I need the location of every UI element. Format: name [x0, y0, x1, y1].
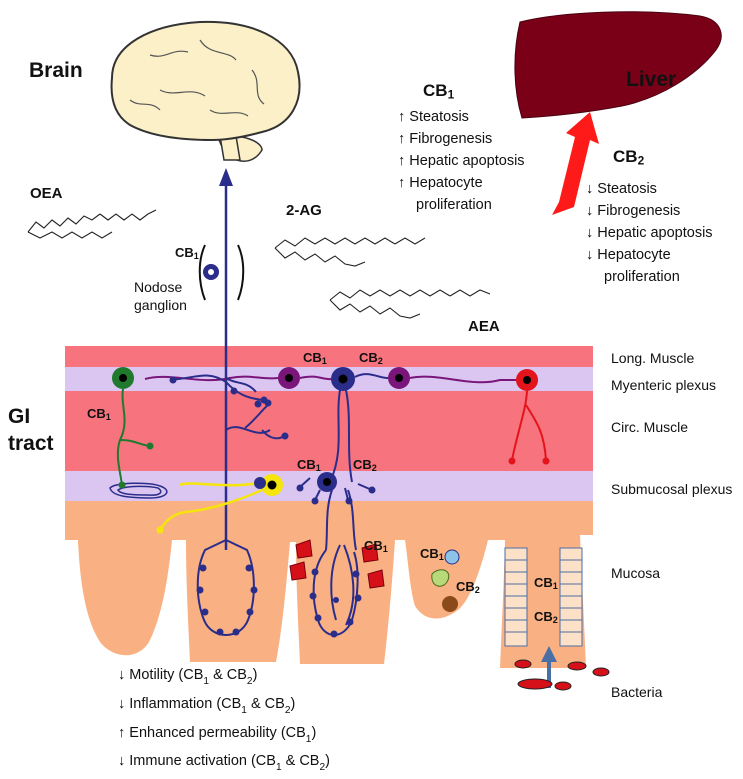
green-terminal-2	[118, 481, 126, 489]
cb1-enteroendocrine-label: CB1	[364, 538, 388, 554]
cb2-effect: proliferation	[604, 269, 680, 285]
gut-effect: ↓ Immune activation (CB1 & CB2)	[118, 753, 330, 774]
gut-liver-brain-diagram	[27, 11, 722, 691]
cb1-effect: proliferation	[416, 197, 492, 213]
cb1-effect: ↑ Steatosis	[398, 109, 469, 125]
gut-effect: ↑ Enhanced permeability (CB1)	[118, 724, 317, 745]
liver-arrow	[552, 112, 599, 215]
oea-label: OEA	[30, 185, 63, 202]
epithelial-cell-lines	[505, 559, 582, 633]
gut-effect: ↓ Inflammation (CB1 & CB2)	[118, 695, 296, 716]
submucosal-plexus-label: Submucosal plexus	[611, 481, 733, 497]
aea-label: AEA	[468, 318, 500, 335]
two-ag-label: 2-AG	[286, 202, 322, 219]
bacteria-cluster	[514, 659, 610, 691]
cb2-effect: ↓ Hepatic apoptosis	[586, 225, 713, 241]
nodose-bracket-right	[237, 244, 245, 301]
cb1-myenteric-label: CB1	[303, 350, 327, 366]
cb2-epithelium-label: CB2	[534, 609, 558, 625]
gut-effects-list: ↓ Motility (CB1 & CB2) ↓ Inflammation (C…	[118, 664, 330, 779]
mucosa-layer	[65, 501, 593, 668]
aea-structure	[329, 289, 491, 319]
bacteria-arrow-head	[541, 646, 557, 662]
cb1-effect: ↑ Hepatic apoptosis	[398, 153, 525, 169]
brain-cerebrum	[110, 20, 301, 142]
nodose-label-line1: Nodose	[134, 279, 183, 295]
nodose-label-line2: ganglion	[134, 297, 187, 313]
red-terminal-2	[542, 457, 550, 465]
nodose-bracket-left	[198, 244, 206, 301]
cb2-myenteric-label: CB2	[359, 350, 383, 366]
long-muscle-label: Long. Muscle	[611, 350, 695, 366]
cb2-effect: ↓ Steatosis	[586, 181, 657, 197]
cb1-immune-label: CB1	[420, 546, 444, 562]
vagal-arrow-head	[219, 168, 233, 186]
myenteric-neurons	[112, 367, 538, 391]
green-terminal	[146, 442, 154, 450]
cb1-epithelium-label: CB1	[534, 575, 558, 591]
villus-dots	[169, 376, 376, 638]
immune-cell-brown	[442, 596, 458, 612]
longitudinal-muscle-layer	[65, 346, 593, 367]
cb2-effect: ↓ Hepatocyte	[586, 247, 671, 263]
two-ag-structure	[274, 237, 426, 267]
brain-label: Brain	[29, 59, 83, 82]
brain-organ	[110, 20, 301, 162]
cb2-submucosal-label: CB2	[353, 457, 377, 473]
cb1-green-neuron-label: CB1	[87, 406, 111, 422]
nodose-neuron-nucleus	[208, 269, 214, 275]
liver-organ	[514, 11, 722, 119]
gi-tract-label-line2: tract	[8, 432, 54, 455]
cb2-effect: ↓ Fibrogenesis	[586, 203, 681, 219]
cb1-liver-effects: ↑ Steatosis ↑ Fibrogenesis ↑ Hepatic apo…	[398, 106, 525, 216]
cb1-nodose-label: CB1	[175, 245, 199, 261]
red-terminal-1	[508, 457, 516, 465]
enteroendocrine-cells	[289, 539, 385, 589]
cb1-submucosal-label: CB1	[297, 457, 321, 473]
cb1-effect: ↑ Hepatocyte	[398, 175, 483, 191]
oea-structure	[27, 209, 157, 239]
cb2-liver-effects: ↓ Steatosis ↓ Fibrogenesis ↓ Hepatic apo…	[586, 178, 713, 288]
cb1-effect: ↑ Fibrogenesis	[398, 131, 493, 147]
liver-label: Liver	[626, 68, 677, 91]
immune-cell-green	[431, 569, 450, 587]
mucosa-label: Mucosa	[611, 565, 661, 581]
myenteric-plexus-label: Myenteric plexus	[611, 377, 717, 393]
cb1-liver-heading: CB1	[423, 81, 455, 102]
cb2-liver-heading: CB2	[613, 147, 645, 168]
yellow-terminal	[156, 526, 164, 534]
blue-neuron-small	[254, 477, 266, 489]
immune-cell-blue	[444, 549, 460, 565]
circ-muscle-label: Circ. Muscle	[611, 419, 689, 435]
brain-folds	[129, 39, 265, 117]
cb2-immune-label: CB2	[456, 579, 480, 595]
circular-muscle-layer	[65, 391, 593, 471]
bacteria-label: Bacteria	[611, 684, 663, 700]
gut-effect: ↓ Motility (CB1 & CB2)	[118, 667, 258, 687]
gi-tract-label-line1: GI	[8, 405, 31, 428]
